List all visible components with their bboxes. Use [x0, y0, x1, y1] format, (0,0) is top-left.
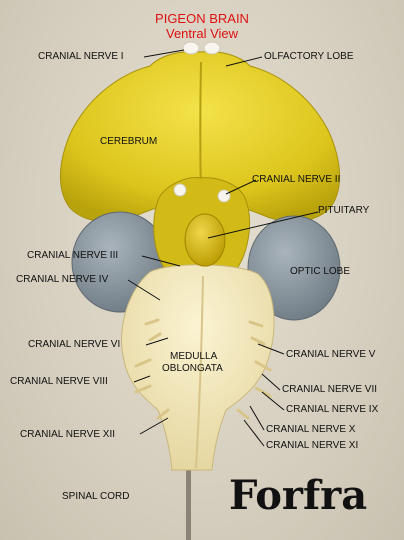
label-cranial-nerve-vii: CRANIAL NERVE VII [282, 385, 377, 395]
diagram-title: PIGEON BRAIN [0, 12, 404, 25]
label-cranial-nerve-iii: CRANIAL NERVE III [27, 251, 118, 261]
pituitary-shape [185, 214, 225, 266]
label-pituitary: PITUITARY [318, 206, 369, 216]
label-cranial-nerve-i: CRANIAL NERVE I [38, 52, 124, 62]
label-cranial-nerve-iv: CRANIAL NERVE IV [16, 275, 108, 285]
optic-nerve-stub-right [218, 190, 230, 202]
label-cranial-nerve-ii: CRANIAL NERVE II [252, 175, 340, 185]
olfactory-nub-right [204, 42, 220, 54]
label-oblongata: OBLONGATA [162, 364, 223, 374]
support-rod [186, 470, 191, 540]
label-medulla: MEDULLA [170, 352, 217, 362]
watermark-text: Forfra [229, 476, 367, 516]
diagram-subtitle: Ventral View [0, 27, 404, 40]
label-cranial-nerve-ix: CRANIAL NERVE IX [286, 405, 378, 415]
label-cranial-nerve-viii: CRANIAL NERVE VIII [10, 377, 108, 387]
label-cranial-nerve-xii: CRANIAL NERVE XII [20, 430, 115, 440]
label-cranial-nerve-vi: CRANIAL NERVE VI [28, 340, 120, 350]
optic-nerve-stub-left [174, 184, 186, 196]
label-spinal-cord: SPINAL CORD [62, 492, 129, 502]
label-cranial-nerve-x: CRANIAL NERVE X [266, 425, 355, 435]
label-cerebrum: CEREBRUM [100, 137, 157, 147]
label-optic-lobe: OPTIC LOBE [290, 267, 350, 277]
olfactory-nub-left [183, 42, 199, 54]
label-cranial-nerve-xi: CRANIAL NERVE XI [266, 441, 358, 451]
label-cranial-nerve-v: CRANIAL NERVE V [286, 350, 375, 360]
label-olfactory-lobe: OLFACTORY LOBE [264, 52, 353, 62]
